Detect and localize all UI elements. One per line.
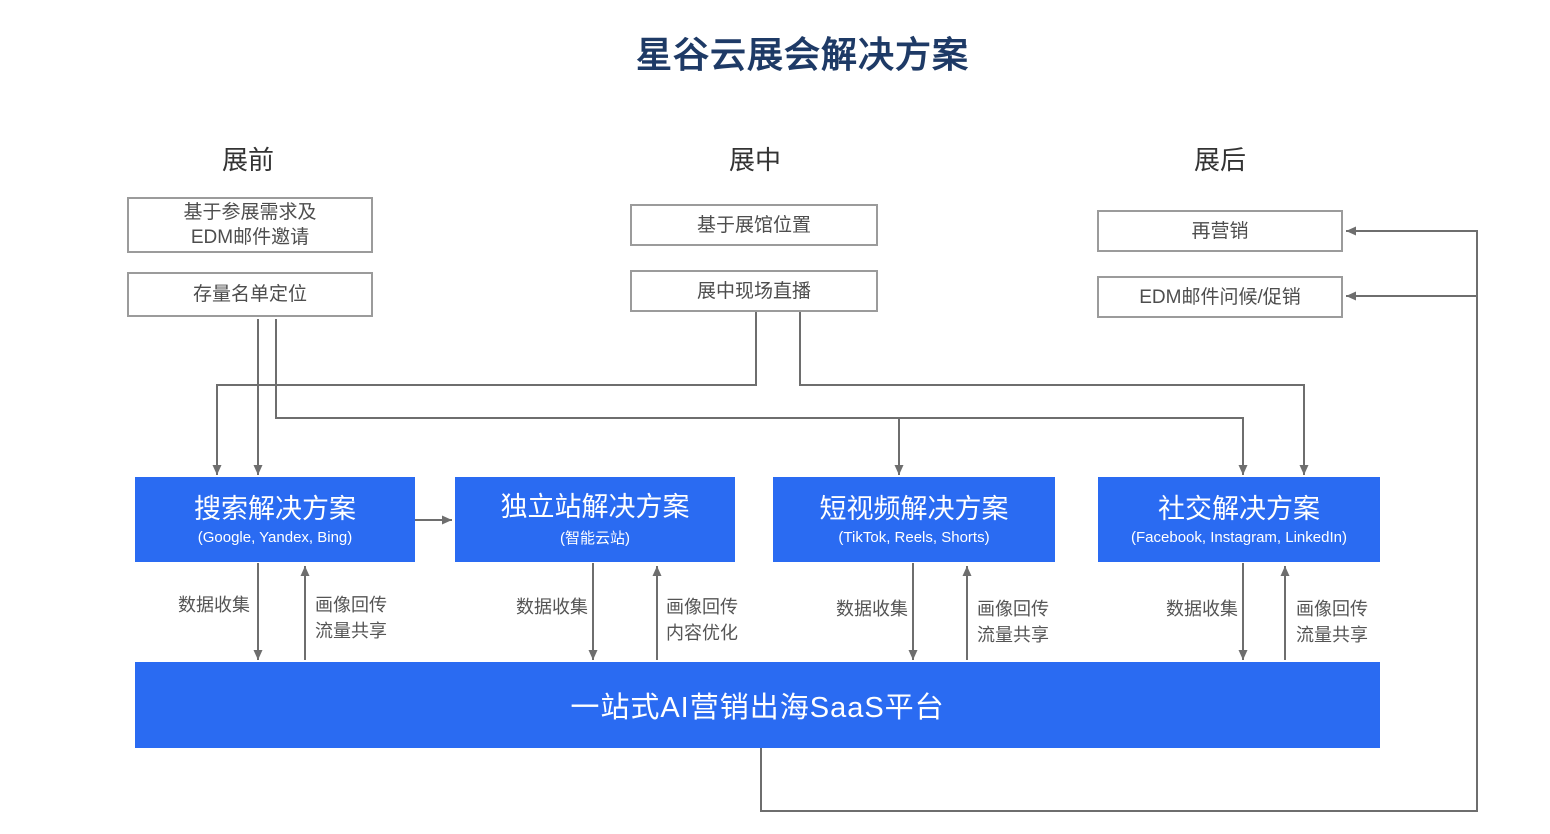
solution-short-video-title: 短视频解决方案: [819, 494, 1009, 524]
solution-website-subtitle: (智能云站): [560, 530, 630, 547]
node-venue-location: 基于展馆位置: [630, 204, 878, 246]
node-remarketing: 再营销: [1097, 210, 1343, 252]
label-data-collection-2: 数据收集: [516, 597, 588, 617]
node-edm-followup: EDM邮件问候/促销: [1097, 276, 1343, 318]
solution-website: 独立站解决方案 (智能云站): [455, 477, 735, 562]
solution-social: 社交解决方案 (Facebook, Instagram, LinkedIn): [1098, 477, 1380, 562]
label-profile-feedback-2: 画像回传 内容优化: [666, 597, 738, 643]
connector-list-to-social: [275, 319, 1248, 475]
label-data-collection-1: 数据收集: [178, 595, 250, 615]
solution-short-video: 短视频解决方案 (TikTok, Reels, Shorts): [773, 477, 1055, 562]
solution-search-title: 搜索解决方案: [194, 494, 356, 524]
label-data-collection-3: 数据收集: [836, 599, 908, 619]
saas-platform-bar: 一站式AI营销出海SaaS平台: [135, 662, 1380, 748]
phase-header-pre-show: 展前: [221, 145, 274, 175]
label-profile-feedback-1: 画像回传 流量共享: [315, 595, 387, 641]
solution-short-video-subtitle: (TikTok, Reels, Shorts): [838, 529, 990, 546]
solution-social-subtitle: (Facebook, Instagram, LinkedIn): [1131, 529, 1347, 546]
solution-search: 搜索解决方案 (Google, Yandex, Bing): [135, 477, 415, 562]
node-live-streaming: 展中现场直播: [630, 270, 878, 312]
page-title: 星谷云展会解决方案: [635, 34, 969, 75]
connector-live-to-search: [212, 312, 757, 475]
node-edm-invitation: 基于参展需求及 EDM邮件邀请: [127, 197, 373, 253]
label-data-collection-4: 数据收集: [1166, 599, 1238, 619]
solution-social-title: 社交解决方案: [1158, 494, 1320, 524]
phase-header-post-show: 展后: [1193, 145, 1246, 175]
solution-search-subtitle: (Google, Yandex, Bing): [197, 529, 353, 546]
label-profile-feedback-4: 画像回传 流量共享: [1296, 599, 1368, 645]
label-profile-feedback-3: 画像回传 流量共享: [977, 599, 1049, 645]
node-existing-list: 存量名单定位: [127, 272, 373, 317]
connector-live-to-social: [799, 312, 1309, 475]
solution-website-title: 独立站解决方案: [500, 492, 690, 522]
phase-header-mid-show: 展中: [728, 145, 781, 175]
